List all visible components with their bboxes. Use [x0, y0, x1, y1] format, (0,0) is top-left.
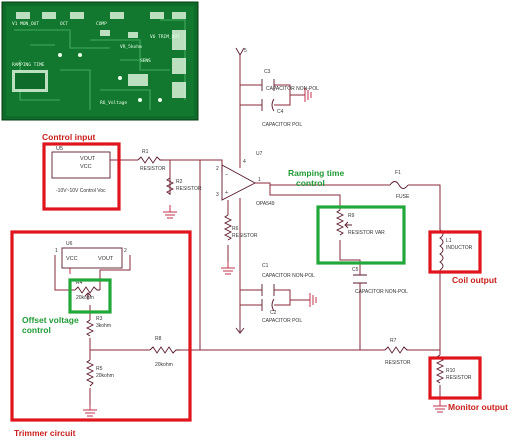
u7-pin-1: 1: [258, 177, 261, 183]
r6-resistor: R6 RESISTOR: [223, 214, 258, 241]
r9-variable-resistor: R9 RESISTOR VAR: [335, 209, 385, 236]
u5-pin-vcc: VCC: [80, 164, 92, 170]
r9-ref: R9: [348, 213, 355, 219]
r2-resistor: R2 RESISTOR: [165, 177, 202, 195]
u6-pin-vout: VOUT: [98, 256, 114, 262]
pcb-label-5: RAMPING TIME: [12, 62, 45, 68]
c1-value: CAPACITOR NON-POL: [262, 273, 315, 279]
f1-ref: F1: [395, 170, 401, 176]
l1-ref: L1: [446, 238, 452, 244]
label-offset-voltage-1: Offset voltage: [22, 315, 79, 325]
r6-ref: R6: [232, 226, 239, 232]
r8-resistor: R8 20kohm: [149, 336, 180, 368]
c5-value: CAPACITOR NON-POL: [355, 289, 408, 295]
c2-value: CAPACITOR POL: [262, 318, 302, 324]
c3-value: CAPACITOR NON-POL: [266, 86, 319, 92]
r7-ref: R7: [390, 338, 397, 344]
u5-pin-vout: VOUT: [80, 156, 96, 162]
r1-ref: R1: [142, 149, 149, 155]
c2-ref: C2: [270, 310, 277, 316]
u5-source: U5 VOUT VCC -10V~10V Control Voc: [51, 146, 111, 194]
svg-text:−: −: [225, 172, 228, 178]
r4-trimmer: R4 20kohm: [74, 280, 100, 301]
label-coil-output: Coil output: [452, 275, 497, 285]
r5-value: 20kohm: [96, 373, 114, 379]
pcb-label-4: VR_5kohm: [120, 44, 142, 50]
u7-opamp: − + U7 OPA549 2 3 4 1: [216, 151, 275, 207]
label-ramping-time-1: Ramping time: [288, 168, 344, 178]
u6-pin-vcc: VCC: [66, 256, 78, 262]
coil-output-box: [428, 230, 482, 274]
annotation-boxes: [10, 142, 482, 422]
u7-ref: U7: [256, 151, 263, 157]
monitor-output-box: [428, 356, 482, 400]
r10-value: RESISTOR: [446, 375, 472, 381]
c5-capacitor: C5 CAPACITOR NON-POL: [352, 267, 408, 295]
f1-fuse: F1 FUSE: [389, 170, 410, 200]
c1-c2-capacitors: C1 CAPACITOR NON-POL C2 CAPACITOR POL: [261, 263, 315, 324]
r2-value: RESISTOR: [176, 186, 202, 192]
u5-desc: -10V~10V Control Voc: [56, 188, 106, 194]
u6-ref: U6: [66, 241, 73, 247]
u5-ref: U5: [56, 146, 63, 152]
pcb-label-3: COMP: [96, 21, 107, 27]
r2-ref: R2: [176, 179, 183, 185]
f1-value: FUSE: [396, 194, 410, 200]
u6-reference: U6 VCC VOUT 1 2: [55, 241, 127, 269]
supply-pin-5: 5: [244, 48, 247, 54]
r5-ref: R5: [96, 366, 103, 372]
pcb-label-6: SENS: [140, 58, 151, 64]
c4-value: CAPACITOR POL: [262, 122, 302, 128]
trimmer-circuit-box: [10, 230, 192, 422]
u6-pin-1: 1: [55, 248, 58, 254]
control-input-box: [42, 142, 121, 211]
c1-ref: C1: [262, 263, 269, 269]
r3-resistor: R3 3kohm: [85, 316, 111, 337]
r10-ref: R10: [446, 368, 455, 374]
pcb-photo: V1 MON_OUT OCT COMP VR_5kohm RAMPING TIM…: [1, 1, 199, 121]
pcb-label-8: V6 TRIM_OUT: [150, 34, 180, 40]
u7-pin-2: 2: [216, 166, 219, 172]
l1-inductor: L1 INDUCTOR: [439, 229, 473, 271]
label-trimmer-circuit: Trimmer circuit: [14, 428, 76, 438]
label-monitor-output: Monitor output: [448, 402, 508, 412]
r8-value: 20kohm: [155, 362, 173, 368]
c3-ref: C3: [264, 69, 271, 75]
r3-ref: R3: [96, 316, 103, 322]
u7-pin-3: 3: [216, 192, 219, 198]
ramping-time-box: [316, 205, 406, 265]
c3-c4-capacitors: C3 CAPACITOR NON-POL C4 CAPACITOR POL: [261, 69, 319, 128]
u6-pin-2: 2: [124, 248, 127, 254]
label-offset-voltage-2: control: [22, 325, 51, 335]
r9-value: RESISTOR VAR: [348, 230, 385, 236]
svg-text:+: +: [225, 190, 228, 196]
label-ramping-time-2: control: [296, 178, 325, 188]
r8-ref: R8: [155, 336, 162, 342]
pcb-label-7: R6_Voltage: [100, 100, 127, 106]
r7-value: RESISTOR: [385, 360, 411, 366]
r5-resistor: R5 20kohm: [85, 359, 114, 387]
supply-terminals: 5: [235, 47, 247, 334]
u7-part: OPA549: [256, 201, 275, 207]
annotation-labels: Control input Ramping time control Coil …: [14, 132, 508, 438]
pcb-label-1: V1 MON_OUT: [12, 21, 39, 27]
r1-resistor: R1 RESISTOR: [137, 149, 166, 172]
r4-value: 20kohm: [76, 295, 94, 301]
r7-resistor: R7 RESISTOR: [384, 338, 411, 366]
u7-pin-4: 4: [243, 159, 246, 165]
ground-symbols: [69, 88, 447, 417]
r4-ref: R4: [76, 280, 83, 286]
label-control-input: Control input: [42, 132, 96, 142]
c4-ref: C4: [277, 109, 284, 115]
r6-value: RESISTOR: [232, 233, 258, 239]
r1-value: RESISTOR: [140, 166, 166, 172]
r3-value: 3kohm: [96, 323, 111, 329]
offset-voltage-box: [68, 278, 112, 314]
pcb-label-2: OCT: [60, 21, 68, 27]
l1-value: INDUCTOR: [446, 245, 473, 251]
c5-ref: C5: [352, 267, 359, 273]
